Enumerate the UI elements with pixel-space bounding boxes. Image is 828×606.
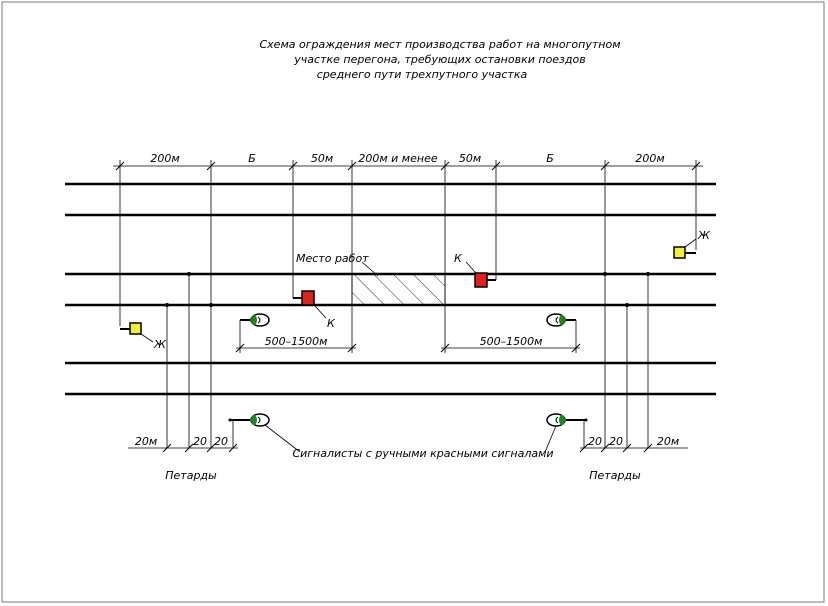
dim-top-6: Б [546, 152, 554, 165]
signalman-left-upper [240, 313, 270, 327]
dim-bottom-right-3: 20м [657, 435, 679, 448]
dim-mid-left: 500–1500м [265, 335, 328, 348]
signal-zh-label-left: Ж [153, 338, 167, 351]
detonator-icon [165, 303, 169, 307]
detonator-icon [646, 272, 650, 276]
mid-dimensions [235, 320, 581, 353]
work-site-leader [361, 261, 379, 277]
work-site-label: Место работ [296, 252, 369, 265]
signal-k-label-left: К [327, 317, 336, 330]
dim-top-5: 50м [459, 152, 481, 165]
yellow-signal-icon [129, 322, 142, 335]
stop-signal-left: К [293, 290, 336, 330]
detonators-points [165, 272, 650, 307]
signalman-right-upper [546, 313, 576, 327]
dim-bottom-left-3: 20 [214, 435, 228, 448]
dim-top-4: 200м и менее [358, 152, 437, 165]
signalmen-label: Сигналисты с ручными красными сигналами [292, 447, 553, 460]
dim-bottom-right-2: 20 [609, 435, 623, 448]
detonator-icon [187, 272, 191, 276]
caution-signal-left: Ж [120, 322, 167, 351]
title-line-2: участке перегона, требующих остановки по… [293, 53, 585, 66]
signalman-left-lower [228, 413, 270, 427]
title-line-1: Схема ограждения мест производства работ… [259, 38, 620, 51]
work-site-zone [351, 273, 446, 306]
top-dimension-ticks [115, 161, 701, 171]
signal-zh-label-right: Ж [697, 229, 711, 242]
red-signal-icon [301, 290, 315, 306]
dim-top-7: 200м [635, 152, 664, 165]
yellow-signal-icon [673, 246, 686, 259]
dim-bottom-left-2: 20 [193, 435, 207, 448]
detonator-lines [166, 274, 649, 448]
dim-top-2: Б [248, 152, 256, 165]
detonator-icon [625, 303, 629, 307]
detonator-icon [209, 303, 213, 307]
bottom-dimension-ticks [162, 443, 653, 453]
detonators-label-left: Петарды [165, 469, 217, 482]
dim-top-3: 50м [311, 152, 333, 165]
dim-mid-right: 500–1500м [480, 335, 543, 348]
detonators-label-right: Петарды [589, 469, 641, 482]
dim-bottom-right-1: 20 [588, 435, 602, 448]
dim-bottom-left-1: 20м [135, 435, 157, 448]
red-signal-icon [474, 272, 488, 288]
title-line-3: среднего пути трехпутного участка [317, 68, 528, 81]
tracks [65, 182, 716, 396]
signal-k-label-right: К [454, 252, 463, 265]
detonator-icon [603, 272, 607, 276]
caution-signal-right: Ж [673, 229, 711, 259]
dim-top-1: 200м [150, 152, 179, 165]
signalman-right-lower [546, 413, 588, 427]
signalmen-leaders [264, 424, 557, 453]
stop-signal-right: К [454, 252, 496, 288]
